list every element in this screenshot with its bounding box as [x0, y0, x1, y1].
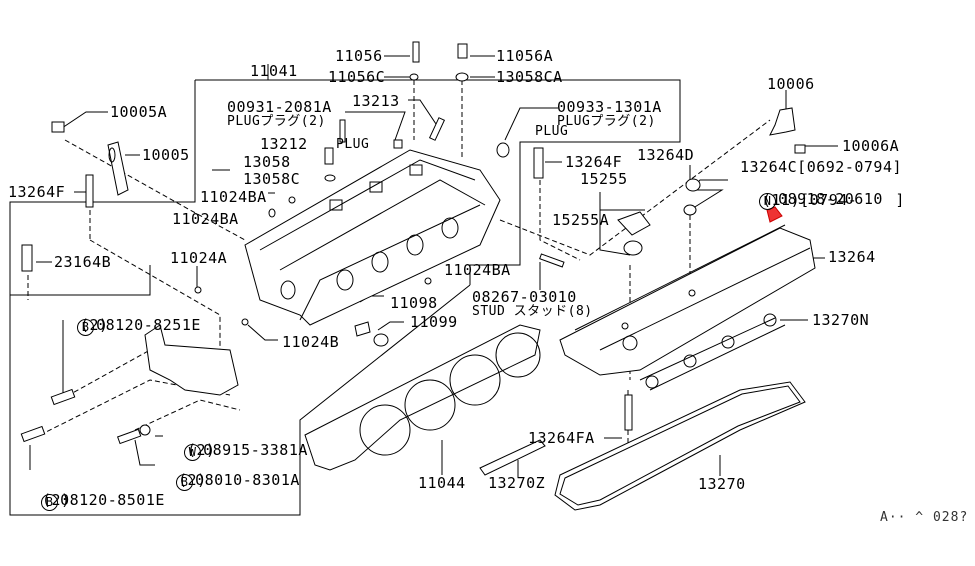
plug-label: PLUG	[535, 124, 569, 139]
callout-00931-2081A[interactable]: 00931-2081A	[227, 98, 332, 116]
callout-15255[interactable]: 15255	[580, 170, 628, 188]
bolt-parts	[20, 41, 806, 445]
prefix-b-icon: B	[77, 319, 95, 336]
callout-10005A[interactable]: 10005A	[110, 103, 168, 121]
callout-13270N[interactable]: 13270N	[812, 311, 870, 329]
timing-cover	[144, 324, 239, 396]
callout-10006[interactable]: 10006	[767, 75, 815, 93]
sealant-tube-13270Z	[479, 439, 546, 476]
callout-08120-8251E-qty: (2)	[80, 316, 109, 334]
callout-11041[interactable]: 11041	[250, 62, 298, 80]
callout-00933-desc: PLUGプラグ(2)	[557, 114, 656, 129]
callout-11024BA-3[interactable]: 11024BA	[444, 261, 511, 279]
group-box-bracket	[10, 265, 151, 296]
callout-13213[interactable]: 13213	[352, 92, 400, 110]
diagram-reference-code: A·· ^ 028?	[880, 510, 969, 525]
callout-13264D[interactable]: 13264D	[637, 146, 695, 164]
callout-13264[interactable]: 13264	[828, 248, 876, 266]
callout-11044[interactable]: 11044	[418, 474, 466, 492]
callout-08918-qty: (11)[0794- ]	[762, 191, 905, 209]
callout-08267-03010[interactable]: 08267-03010	[472, 288, 577, 306]
callout-13270Z[interactable]: 13270Z	[488, 474, 546, 492]
callout-23164B[interactable]: 23164B	[54, 253, 112, 271]
callout-08915-number: 08915-3381A	[203, 441, 308, 459]
callout-08915-qty: (2)	[187, 441, 216, 459]
group-box-11041	[9, 80, 196, 295]
callout-00933-1301A[interactable]: 00933-1301A	[557, 98, 662, 116]
callout-08267-desc: STUD スタッド(8)	[472, 304, 593, 319]
callout-13058C[interactable]: 13058C	[243, 170, 301, 188]
callout-13212[interactable]: 13212	[260, 135, 308, 153]
callout-08010-qty: (2)	[178, 471, 207, 489]
callout-11056[interactable]: 11056	[335, 47, 383, 65]
callout-11099[interactable]: 11099	[410, 313, 458, 331]
head-gasket-11044	[304, 324, 541, 471]
callout-08010-number: 08010-8301A	[195, 471, 300, 489]
callout-11098[interactable]: 11098	[390, 294, 438, 312]
rocker-cover-13264	[559, 224, 816, 376]
callout-13264FA[interactable]: 13264FA	[528, 429, 595, 447]
callout-13058CA[interactable]: 13058CA	[496, 68, 563, 86]
prefix-w-icon: W	[184, 444, 202, 461]
prefix-n-icon: N	[759, 193, 777, 210]
prefix-b-icon: B	[176, 474, 194, 491]
callout-08918-number: 08918-20610	[778, 190, 883, 208]
callout-11024BA-1[interactable]: 11024BA	[200, 188, 267, 206]
bracket-10006	[769, 107, 796, 136]
callout-13264F-mid[interactable]: 13264F	[565, 153, 623, 171]
callout-08120-8501E-qty: (2)	[42, 491, 71, 509]
callout-15255A[interactable]: 15255A	[552, 211, 610, 229]
callout-11024BA-2[interactable]: 11024BA	[172, 210, 239, 228]
callout-13264F-left[interactable]: 13264F	[8, 183, 66, 201]
callout-13212-plug: PLUG	[336, 137, 370, 152]
cylinder-head	[244, 149, 501, 326]
callout-08120-8501E-number: 08120-8501E	[60, 491, 165, 509]
callout-10006A[interactable]: 10006A	[842, 137, 900, 155]
callout-10005[interactable]: 10005	[142, 146, 190, 164]
bracket-10005	[107, 141, 129, 196]
callout-13058[interactable]: 13058	[243, 153, 291, 171]
callout-08120-8251E-number: 08120-8251E	[96, 316, 201, 334]
callout-13270[interactable]: 13270	[698, 475, 746, 493]
gasket-13270N	[639, 313, 786, 391]
gasket-13270	[554, 381, 806, 511]
callout-13264C[interactable]: 13264C[0692-0794]	[740, 158, 903, 176]
callout-00931-desc: PLUGプラグ(2)	[227, 114, 326, 129]
callout-11024A[interactable]: 11024A	[170, 249, 228, 267]
callout-11056A[interactable]: 11056A	[496, 47, 554, 65]
leader-lines	[29, 55, 838, 478]
prefix-b-icon: B	[41, 494, 59, 511]
callout-11024B[interactable]: 11024B	[282, 333, 340, 351]
callout-11056C[interactable]: 11056C	[328, 68, 386, 86]
